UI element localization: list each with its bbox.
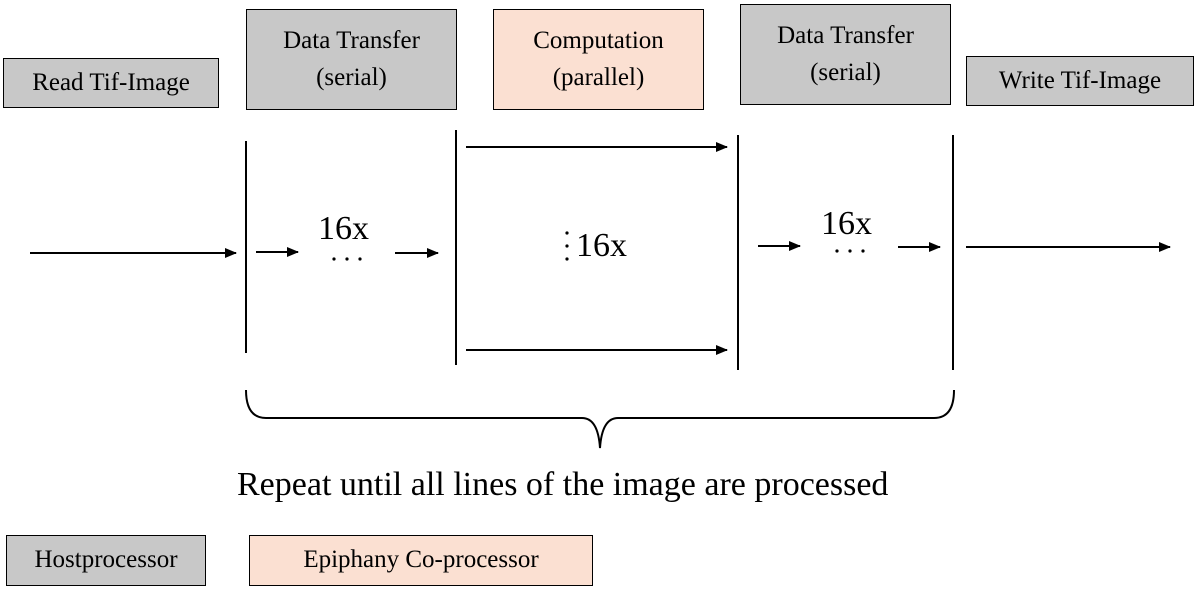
write-tif-image-label: Write Tif-Image (998, 66, 1162, 94)
legend-epiphany-coprocessor: Epiphany Co-processor (249, 535, 593, 586)
transfer-in-count: 16x (318, 210, 369, 247)
loop-brace (245, 389, 955, 449)
transfer-out-ellipsis (835, 249, 865, 253)
read-tif-image-label: Read Tif-Image (32, 68, 190, 96)
data-transfer-out-box: Data Transfer (serial) (740, 4, 951, 105)
data-transfer-in-mode: (serial) (316, 63, 387, 91)
legend-epiphany-coprocessor-label: Epiphany Co-processor (303, 546, 539, 574)
loop-caption: Repeat until all lines of the image are … (237, 466, 889, 503)
data-transfer-in-box: Data Transfer (serial) (246, 9, 457, 110)
write-tif-image-box: Write Tif-Image (966, 56, 1194, 106)
data-transfer-in-title: Data Transfer (283, 27, 420, 55)
computation-count: 16x (576, 227, 627, 264)
transfer-out-count: 16x (821, 205, 872, 242)
computation-title: Computation (533, 27, 664, 55)
data-transfer-out-mode: (serial) (810, 58, 881, 86)
computation-box: Computation (parallel) (493, 9, 704, 110)
legend-hostprocessor: Hostprocessor (6, 535, 206, 586)
data-transfer-out-title: Data Transfer (777, 22, 914, 50)
computation-vertical-ellipsis (565, 231, 569, 261)
computation-mode: (parallel) (552, 63, 645, 91)
transfer-in-ellipsis (332, 257, 362, 261)
legend-hostprocessor-label: Hostprocessor (34, 546, 178, 574)
read-tif-image-box: Read Tif-Image (3, 58, 219, 108)
